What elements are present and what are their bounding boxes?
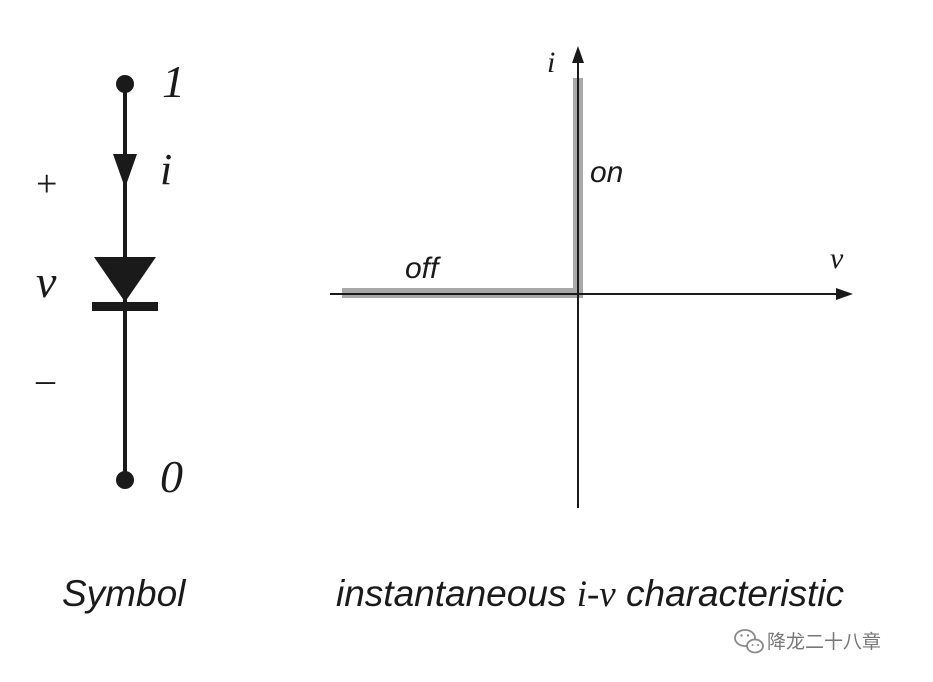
minus-sign: – (35, 359, 56, 401)
symbol-caption: Symbol (62, 573, 187, 614)
i-axis-label: i (547, 46, 555, 79)
i-axis-arrow-icon (572, 46, 584, 63)
node-label-bottom: 0 (160, 451, 183, 502)
v-axis-arrow-icon (836, 288, 853, 300)
plus-sign: + (36, 163, 57, 205)
caption-part-2: characteristic (616, 573, 845, 614)
watermark: 降龙二十八章 (734, 629, 881, 654)
diode-triangle-icon (94, 257, 156, 302)
ideal-iv-curve (342, 78, 583, 298)
characteristic-caption: instantaneous i-v characteristic (336, 573, 844, 615)
diode-cathode-bar (92, 302, 158, 311)
caption-part-1: instantaneous (336, 573, 577, 614)
v-axis-label: v (830, 242, 844, 275)
current-label: i (160, 145, 172, 194)
node-label-top: 1 (162, 56, 185, 107)
watermark-text: 降龙二十八章 (767, 631, 881, 653)
terminal-top (116, 75, 134, 93)
caption-iv: i-v (577, 574, 617, 615)
off-state-label: off (405, 252, 441, 285)
voltage-label: v (36, 256, 57, 307)
on-state-label: on (590, 156, 623, 189)
diode-symbol: 1 i v + – 0 Symbol (35, 56, 187, 614)
current-arrow-icon (113, 154, 137, 188)
terminal-bottom (116, 471, 134, 489)
iv-characteristic: i v on off instantaneous i-v characteris… (330, 46, 853, 615)
wechat-icon (734, 629, 764, 654)
